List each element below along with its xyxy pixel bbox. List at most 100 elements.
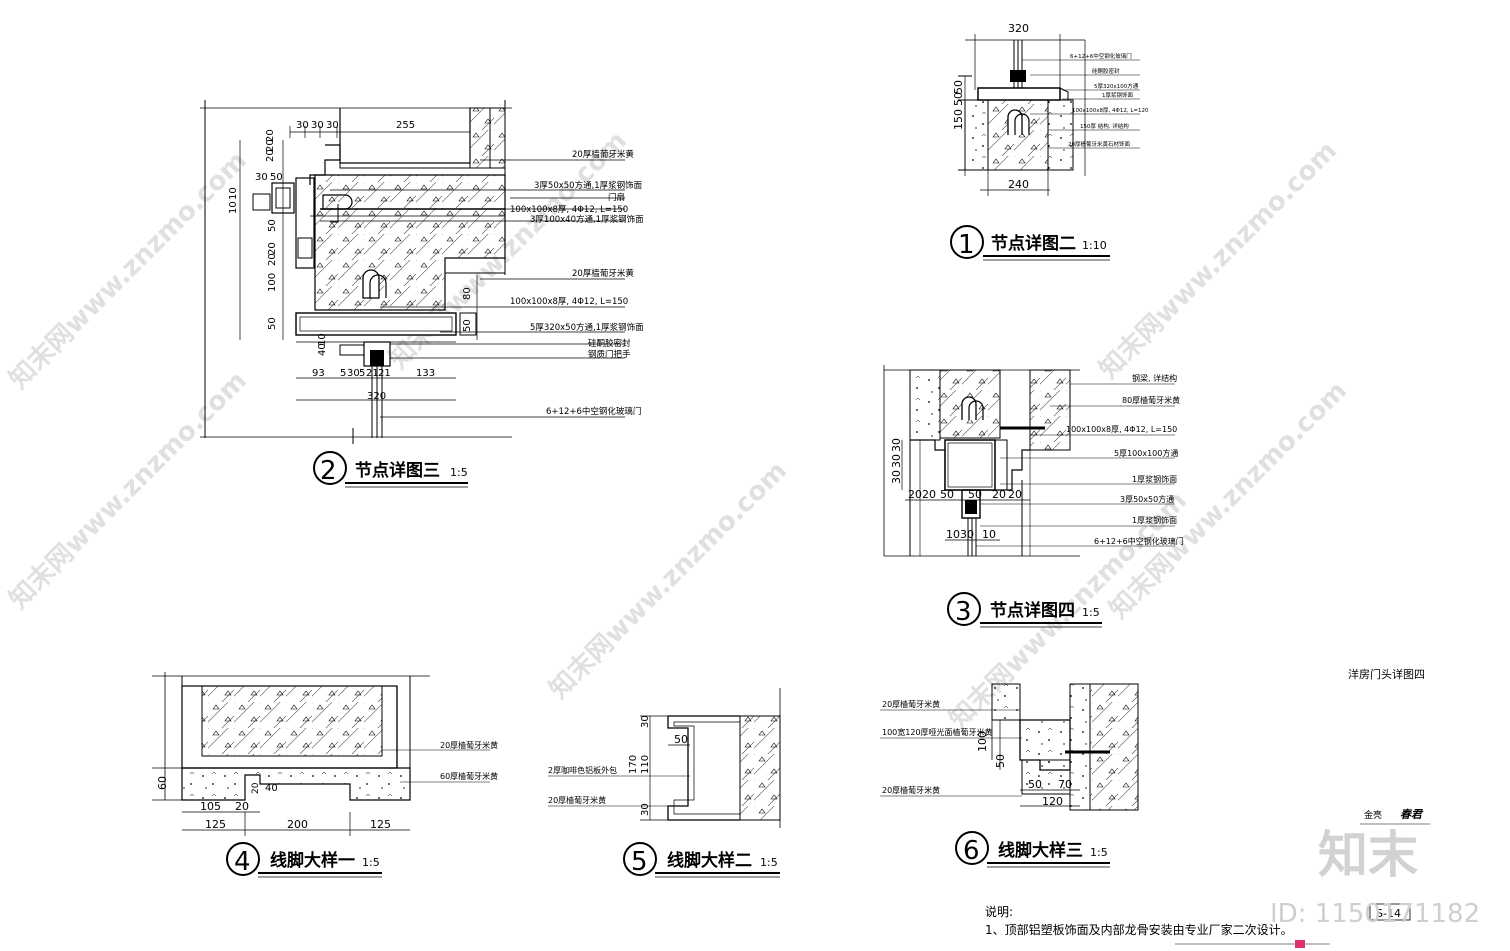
note-text: 100宽120厚哑光面樯葡牙米黄 xyxy=(882,727,993,737)
detail-title: 线脚大样二 xyxy=(667,850,752,871)
note-text: 1厚浆钢饰面 xyxy=(1132,474,1177,484)
note-text: 20厚樯葡牙米黄 xyxy=(572,268,634,279)
dim-label: 50 xyxy=(994,754,1007,768)
dim-label: 93 xyxy=(312,368,325,379)
detail-scale: 1:5 xyxy=(450,466,468,479)
dim-label: 30 xyxy=(296,120,309,131)
dim-label: 30 xyxy=(255,172,268,183)
dim-label: 20 xyxy=(265,149,276,162)
dim-label: 320 xyxy=(1008,22,1029,35)
note-text: 150厚 结构, 详结构 xyxy=(1080,122,1129,130)
dim-label: 20 xyxy=(908,488,922,501)
brand-logo: 知末 xyxy=(1318,826,1418,884)
detail-scale: 1:5 xyxy=(1082,606,1100,619)
note-text: 钢质门把手 xyxy=(588,349,631,360)
note-text: 6+12+6中空钢化玻璃门 xyxy=(1094,536,1184,546)
watermark: 知末网www.znzmo.com xyxy=(1094,136,1343,385)
signature-label: 金亮 xyxy=(1364,809,1382,821)
dim-label: 105 xyxy=(200,800,221,813)
notes-title: 说明: xyxy=(985,904,1013,919)
dim-label: 10 xyxy=(228,201,239,214)
note-text: 6+12+6中空钢化玻璃门 xyxy=(1070,52,1132,60)
dim-label: 20 xyxy=(265,129,276,142)
detail-molding-1: 60 20 40 105 20 125 200 125 20厚樯葡牙米黄 60厚… xyxy=(152,672,498,878)
dim-label: 50 xyxy=(462,319,473,332)
detail-node-4: 30 30 30 20 20 50 50 20 20 10 30 10 xyxy=(883,365,1184,628)
note-text: 100x100x8厚, 4Φ12, L=150 xyxy=(510,205,628,215)
dim-label: 10 xyxy=(982,528,996,541)
dim-label: 10 xyxy=(317,333,328,346)
dim-label: 30 xyxy=(640,803,651,816)
note-text: 6+12+6中空钢化玻璃门 xyxy=(546,406,641,417)
dim-label: 50 xyxy=(267,317,278,330)
dim-label: 50 xyxy=(968,488,982,501)
note-text: 1厚浆钢饰面 xyxy=(1102,91,1133,99)
dim-label: 20 xyxy=(251,782,261,794)
dim-label: 30 xyxy=(311,120,324,131)
note-text: 3厚50x50方通 xyxy=(1120,494,1174,504)
dim-label: 20 xyxy=(267,253,278,266)
dim-label: 125 xyxy=(370,818,391,831)
watermark: 知末网www.znzmo.com xyxy=(4,366,253,615)
dim-label: 50 xyxy=(1028,778,1042,791)
notes-item: 1、顶部铝塑板饰面及内部龙骨安装由专业厂家二次设计。 xyxy=(985,922,1293,937)
dim-inner-group: 20 40 xyxy=(251,782,278,794)
detail-title: 节点详图三 xyxy=(355,460,440,481)
dim-label: 200 xyxy=(287,818,308,831)
detail-molding-2: 30 170 110 30 50 2厚咖啡色铝板外包 20厚樯葡牙米黄 5 线脚… xyxy=(548,688,781,878)
sheet-title: 洋房门头详图四 xyxy=(1348,667,1425,681)
dim-label: 50 xyxy=(940,488,954,501)
detail-title-block: 4 线脚大样一 1:5 xyxy=(226,842,382,878)
dim-label: 50 xyxy=(952,80,965,94)
note-text: 20厚樯葡牙米黄 xyxy=(440,740,498,750)
dim-label: 50 xyxy=(270,172,283,183)
dim-label: 20 xyxy=(235,800,249,813)
dim-label: 5 xyxy=(340,368,346,379)
note-text: 100x100x8厚, 4Φ12, L=150 xyxy=(510,297,628,307)
dim-label: 10 xyxy=(228,187,239,200)
dim-label: 120 xyxy=(1042,795,1063,808)
note-group xyxy=(1022,59,1140,149)
dim-bottom2-group: 10 30 10 xyxy=(946,528,996,541)
note-text-group: 6+12+6中空钢化玻璃门 硅酮胶密封 5厚320x100方通 1厚浆钢饰面 1… xyxy=(1068,52,1149,148)
dim-label: 30 xyxy=(347,368,360,379)
detail-title: 节点详图四 xyxy=(990,600,1075,621)
dim-label: 50 xyxy=(674,733,688,746)
image-id: ID: 1150171182 xyxy=(1270,899,1480,929)
dim-label: 40 xyxy=(265,783,278,794)
dim-label: 20 xyxy=(1008,488,1022,501)
detail-title: 线脚大样三 xyxy=(998,840,1083,861)
dim-label: 50 xyxy=(952,92,965,106)
note-text: 5厚320x100方通 xyxy=(1094,82,1139,90)
note-text: 20厚樯葡牙米黄 xyxy=(572,149,634,160)
detail-scale: 1:5 xyxy=(362,856,380,869)
note-text: 20厚樯葡牙米黄 xyxy=(548,795,606,805)
dim-label: 30 xyxy=(640,715,651,728)
detail-node-2: 320 50 50 150 240 6 xyxy=(950,22,1149,261)
note-text: 钢梁, 详结构 xyxy=(1132,373,1177,383)
detail-number: 5 xyxy=(631,847,648,877)
dim-label: 30 xyxy=(960,528,974,541)
detail-title: 线脚大样一 xyxy=(270,850,355,871)
watermark: 知末网www.znzmo.com xyxy=(4,146,253,395)
dim-label: 30 xyxy=(326,120,339,131)
detail-scale: 1:5 xyxy=(1090,846,1108,859)
dim-label: 125 xyxy=(205,818,226,831)
dim-bottom-group: 20 20 50 50 20 20 xyxy=(908,488,1022,501)
note-text-group: 钢梁, 详结构 80厚樯葡牙米黄 100x100x8厚, 4Φ12, L=150… xyxy=(1066,373,1184,546)
detail-number: 3 xyxy=(955,597,972,627)
note-group xyxy=(976,383,1175,547)
note-text: 60厚樯葡牙米黄 xyxy=(440,771,498,781)
note-text: 20厚樯葡牙米黄 xyxy=(882,785,940,795)
note-text: 2厚咖啡色铝板外包 xyxy=(548,765,617,775)
dim-label: 60 xyxy=(156,776,169,790)
dim-label: 20 xyxy=(992,488,1006,501)
dim-label: 320 xyxy=(367,391,386,402)
dim-bottom-group: 93 5 30 5 21 21 133 320 xyxy=(312,368,435,402)
note-text: 硅酮胶密封 xyxy=(1092,67,1120,75)
dim-label: 5 xyxy=(359,368,365,379)
dim-label: 100 xyxy=(267,273,278,292)
dim-label: 110 xyxy=(640,755,651,774)
detail-title-block: 1 节点详图二 1:10 xyxy=(950,225,1110,261)
